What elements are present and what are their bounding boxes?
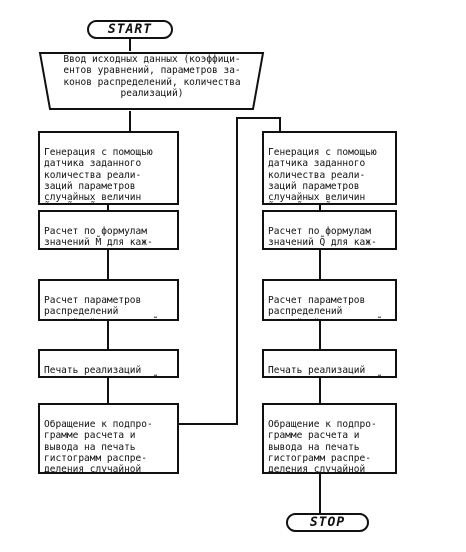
left-distribution-block: Расчет параметров распределений случайно… (38, 279, 179, 321)
right-generate-text: Генерация с помощью датчика заданного ко… (268, 147, 377, 204)
left-compute-block: Расчет по формулам значений M̃ для каж- … (38, 210, 179, 250)
right-print-text: Печать реализаций случайной величины Q̃ (268, 365, 366, 377)
right-compute-block: Расчет по формулам значений Q̃ для каж- … (262, 210, 397, 250)
right-distribution-block: Расчет параметров распределений случайно… (262, 279, 397, 321)
left-generate-text: Генерация с помощью датчика заданного ко… (44, 147, 153, 204)
connector-left-right-loop (179, 117, 281, 425)
stop-label: STOP (309, 515, 346, 530)
left-histogram-block: Обращение к подпро- грамме расчета и выв… (38, 403, 179, 474)
right-histogram-text: Обращение к подпро- грамме расчета и выв… (268, 419, 377, 474)
input-text: Ввод исходных данных (коэффици- ентов ур… (63, 54, 241, 100)
left-distribution-text: Расчет параметров распределений случайно… (44, 295, 158, 319)
stop-terminal: STOP (286, 513, 369, 532)
right-distribution-text: Расчет параметров распределений случайно… (268, 295, 382, 319)
input-block: Ввод исходных данных (коэффици- ентов ур… (38, 51, 265, 111)
left-print-block: Печать реализаций случайной величины M̃ (38, 349, 179, 378)
left-compute-text: Расчет по формулам значений M̃ для каж- … (44, 226, 153, 249)
start-label: START (107, 22, 153, 37)
right-compute-text: Расчет по формулам значений Q̃ для каж- … (268, 226, 377, 249)
right-histogram-block: Обращение к подпро- грамме расчета и выв… (262, 403, 397, 474)
left-print-text: Печать реализаций случайной величины M̃ (44, 365, 142, 377)
right-print-block: Печать реализаций случайной величины Q̃ (262, 349, 397, 378)
left-generate-block: Генерация с помощью датчика заданного ко… (38, 131, 179, 205)
left-histogram-text: Обращение к подпро- грамме расчета и выв… (44, 419, 153, 474)
input-shape-outline (38, 52, 265, 110)
right-generate-block: Генерация с помощью датчика заданного ко… (262, 131, 397, 205)
start-terminal: START (87, 20, 173, 39)
